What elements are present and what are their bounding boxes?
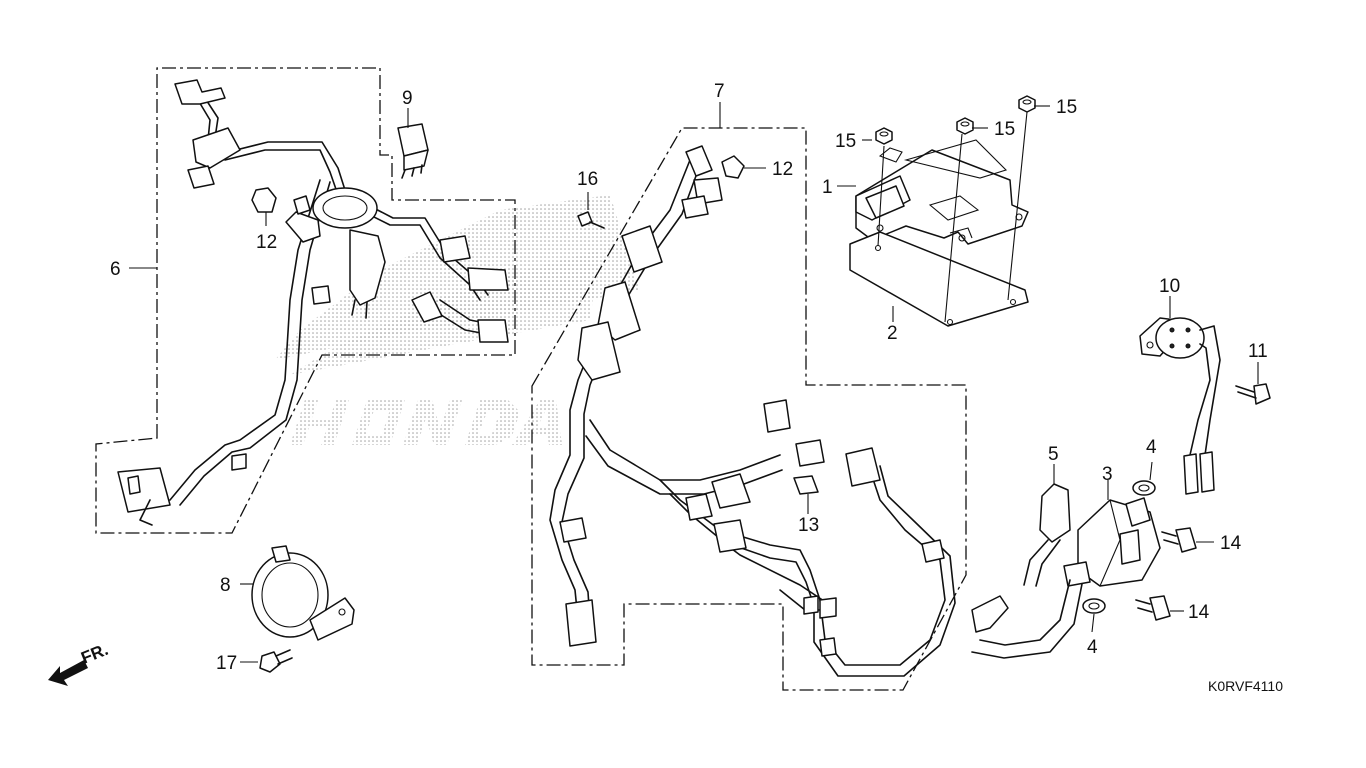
callout-labels: 1 2 3 4 4 5 6 7 8 9 10 11 12 12 13 14 14… [110, 81, 1268, 674]
main-harness-7 [549, 145, 956, 677]
callout-12-right: 12 [772, 159, 793, 180]
callout-3: 3 [1102, 464, 1113, 485]
rubber-sheet-2 [849, 231, 1029, 327]
clip-12-left [251, 187, 277, 226]
callout-4-top: 4 [1146, 437, 1157, 458]
callout-15-b: 15 [994, 119, 1015, 140]
nut-15-a [875, 127, 893, 145]
ignition-coil-3 [1063, 497, 1161, 587]
ecu-1 [855, 139, 1029, 245]
harness-6-group-outline [95, 67, 516, 534]
washer-4-bottom [1082, 598, 1106, 614]
callout-7: 7 [714, 81, 725, 102]
callout-16: 16 [577, 169, 598, 190]
clip-13 [793, 475, 819, 514]
callout-6: 6 [110, 259, 121, 280]
washer-4-top [1132, 480, 1156, 496]
bolt-14-top [1161, 527, 1197, 553]
callout-17: 17 [216, 653, 237, 674]
callout-1: 1 [822, 177, 833, 198]
bolt-17 [259, 649, 293, 673]
drawing-code: K0RVF4110 [1208, 678, 1283, 694]
callout-15-a: 15 [835, 131, 856, 152]
callout-13: 13 [798, 515, 819, 536]
relay-9 [397, 108, 429, 179]
sensor-10 [1139, 317, 1221, 495]
callout-5: 5 [1048, 444, 1059, 465]
callout-15-c: 15 [1056, 97, 1077, 118]
horn-8 [251, 545, 355, 641]
bolt-16 [577, 192, 605, 229]
clip-12-right [721, 155, 766, 179]
bolt-14-bottom [1135, 595, 1171, 621]
callout-14-top: 14 [1220, 533, 1242, 554]
harness-7-group-outline [531, 127, 967, 691]
callout-10: 10 [1159, 276, 1180, 297]
nut-15-b [956, 117, 974, 135]
callout-9: 9 [402, 88, 413, 109]
bolt-11 [1235, 383, 1271, 405]
callout-8: 8 [220, 575, 231, 596]
callout-14-bottom: 14 [1188, 602, 1210, 623]
spark-plug-cap-5 [971, 483, 1083, 659]
callout-12-left: 12 [256, 232, 277, 253]
sub-harness-6 [117, 79, 509, 526]
front-label: FR. [78, 640, 111, 668]
callout-2: 2 [887, 323, 898, 344]
front-direction-arrow: FR. [48, 640, 111, 686]
honda-watermark-text [290, 400, 562, 445]
callout-4-bottom: 4 [1087, 637, 1098, 658]
callout-11: 11 [1248, 341, 1268, 362]
leader-lines [129, 102, 1259, 663]
nut-15-c [1018, 95, 1036, 113]
